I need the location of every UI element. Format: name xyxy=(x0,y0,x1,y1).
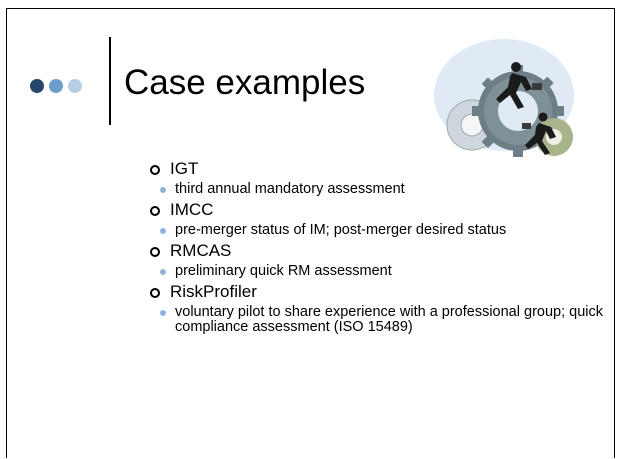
dot-mid xyxy=(49,79,63,93)
sub-item: voluntary pilot to share experience with… xyxy=(158,305,609,335)
list-item: RMCAS xyxy=(149,241,609,261)
gears-business-people-clipart xyxy=(434,39,574,157)
dot-bullet-icon xyxy=(160,187,166,193)
item-label: IMCC xyxy=(170,200,214,219)
dot-bullet-icon xyxy=(160,228,166,234)
title-divider xyxy=(109,37,111,125)
decorative-dots xyxy=(30,79,82,93)
hollow-bullet-icon xyxy=(150,206,160,216)
sub-item: third annual mandatory assessment xyxy=(158,182,609,197)
slide: Case examples xyxy=(6,8,615,458)
dot-dark xyxy=(30,79,44,93)
dot-bullet-icon xyxy=(160,269,166,275)
bullet-list: IGT third annual mandatory assessment IM… xyxy=(149,159,609,338)
list-item: IGT xyxy=(149,159,609,179)
dot-bullet-icon xyxy=(160,310,166,316)
sub-item: pre-merger status of IM; post-merger des… xyxy=(158,223,609,238)
hollow-bullet-icon xyxy=(150,247,160,257)
list-item: IMCC xyxy=(149,200,609,220)
hollow-bullet-icon xyxy=(150,165,160,175)
sub-item-text: pre-merger status of IM; post-merger des… xyxy=(175,222,507,238)
hollow-bullet-icon xyxy=(150,288,160,298)
sub-item-text: third annual mandatory assessment xyxy=(175,181,405,197)
sub-item: preliminary quick RM assessment xyxy=(158,264,609,279)
item-label: RiskProfiler xyxy=(170,282,257,301)
sub-item-text: preliminary quick RM assessment xyxy=(175,263,392,279)
item-label: IGT xyxy=(170,159,199,178)
slide-title: Case examples xyxy=(124,63,366,102)
item-label: RMCAS xyxy=(170,241,232,260)
sub-item-text: voluntary pilot to share experience with… xyxy=(175,304,603,335)
dot-light xyxy=(68,79,82,93)
list-item: RiskProfiler xyxy=(149,282,609,302)
